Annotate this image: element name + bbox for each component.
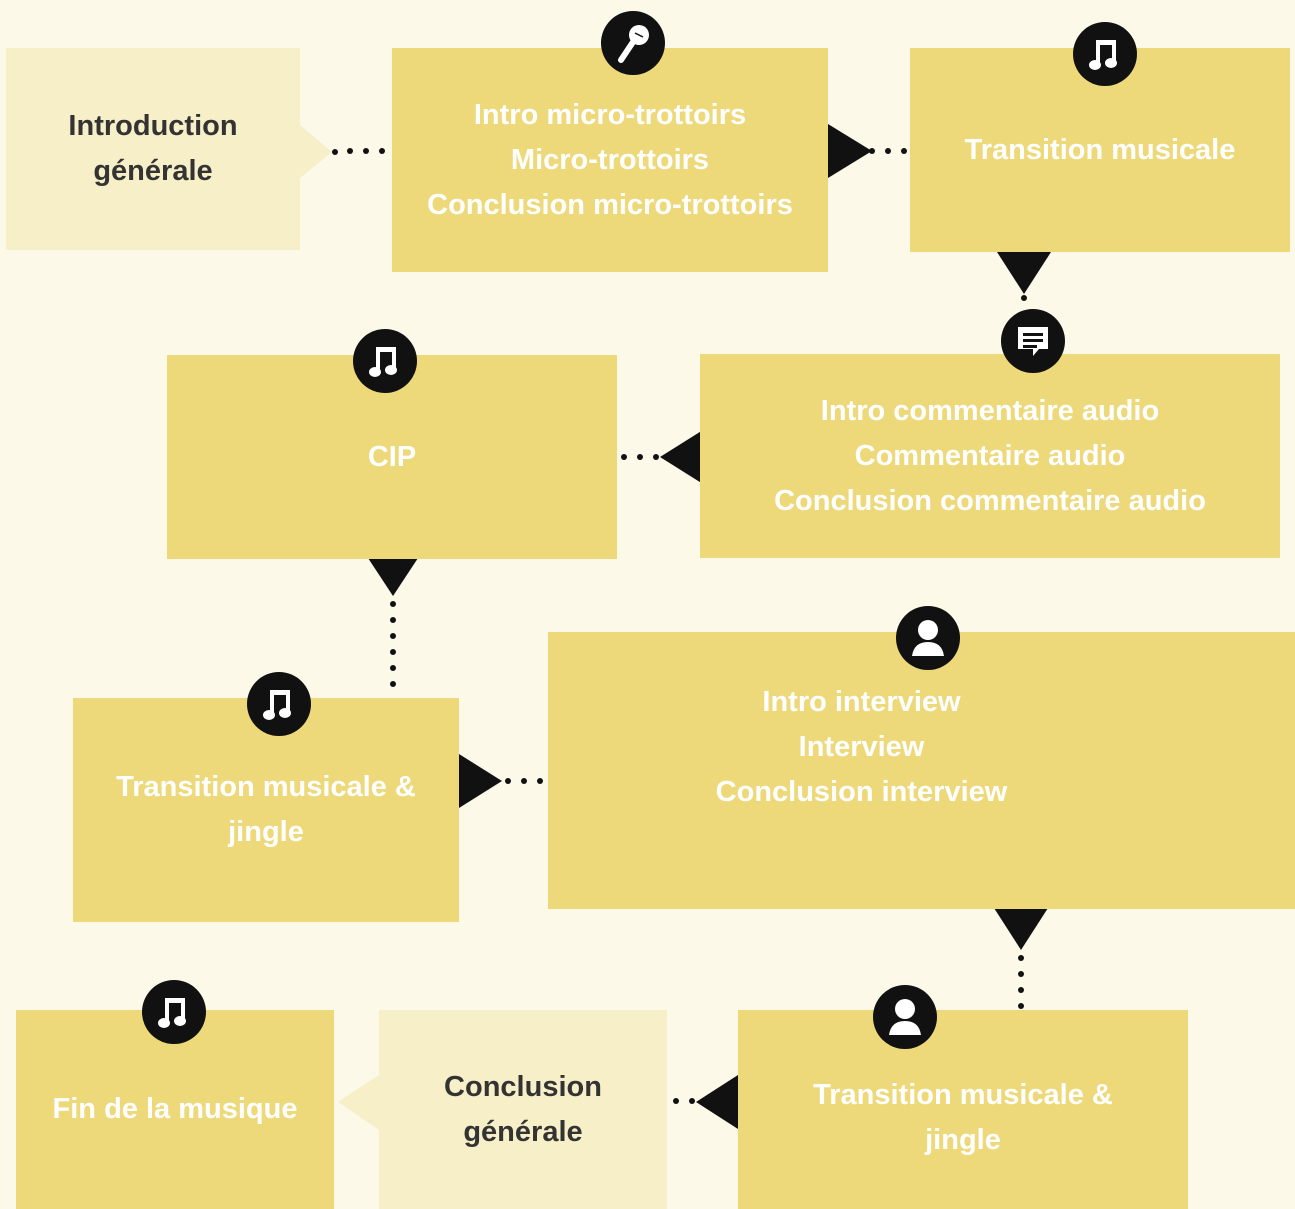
music-note-icon: [1073, 22, 1137, 86]
box-line: Conclusion interview: [715, 776, 1008, 808]
box-line: jingle: [925, 1124, 1001, 1156]
music-note-icon: [247, 672, 311, 736]
box-line: Micro-trottoirs: [510, 143, 710, 176]
box-transition-jingle-2: Transition musicale & jingle: [738, 1010, 1188, 1209]
connector-intro-to-micro: [332, 148, 385, 155]
arrowhead-left: [660, 430, 703, 484]
arrowhead-down: [997, 252, 1051, 294]
box-line: Transition musicale: [964, 133, 1236, 166]
box-line: générale: [93, 155, 213, 187]
microphone-icon: [601, 11, 665, 75]
box-line: jingle: [228, 816, 304, 848]
intro-box-tail: [300, 125, 332, 178]
box-line: Intro micro-trottoirs: [473, 98, 747, 131]
speech-bubble-icon: [1001, 309, 1065, 373]
music-note-icon: [142, 980, 206, 1044]
box-micro-trottoirs: Intro micro-trottoirs Micro-trottoirs Co…: [392, 48, 828, 272]
box-commentaire-audio: Intro commentaire audio Commentaire audi…: [700, 354, 1280, 558]
box-line: Conclusion commentaire audio: [774, 484, 1206, 517]
box-line: générale: [463, 1115, 583, 1148]
box-line: Transition musicale &: [813, 1079, 1113, 1111]
connector-jingle2-to-conclusion: [673, 1075, 738, 1129]
box-line: CIP: [367, 440, 417, 473]
arrowhead-right: [828, 124, 872, 178]
connector-cip-to-jingle: [366, 555, 420, 687]
person-icon: [896, 606, 960, 670]
connector-commentaire-to-cip: [621, 430, 703, 484]
connector-micro-to-transition: [828, 124, 907, 178]
connector-interview-to-jingle: [459, 754, 543, 808]
arrowhead-left: [696, 1075, 738, 1129]
box-line: Fin de la musique: [52, 1093, 298, 1125]
box-transition-jingle-1: Transition musicale & jingle: [73, 698, 459, 922]
box-introduction-generale: Introduction générale: [6, 48, 300, 250]
box-line: Conclusion: [444, 1070, 602, 1103]
connector-transition-to-commentaire: [997, 252, 1051, 301]
arrowhead-down: [994, 908, 1048, 950]
box-line: Introduction: [68, 110, 238, 142]
box-line: Interview: [798, 731, 925, 763]
conclusion-box-tail: [338, 1075, 379, 1130]
connector-interview-to-jingle2: [994, 908, 1048, 1009]
box-conclusion-generale: Conclusion générale: [379, 1010, 667, 1209]
box-line: Commentaire audio: [854, 439, 1126, 472]
box-line: Transition musicale &: [116, 771, 416, 803]
person-icon: [873, 985, 937, 1049]
box-interview: Intro interview Interview Conclusion int…: [548, 632, 1295, 909]
music-note-icon: [353, 329, 417, 393]
arrowhead-down: [366, 555, 420, 596]
box-line: Intro commentaire audio: [820, 394, 1160, 427]
arrowhead-right: [459, 754, 502, 808]
box-line: Intro interview: [762, 686, 961, 718]
box-line: Conclusion micro-trottoirs: [427, 188, 793, 221]
